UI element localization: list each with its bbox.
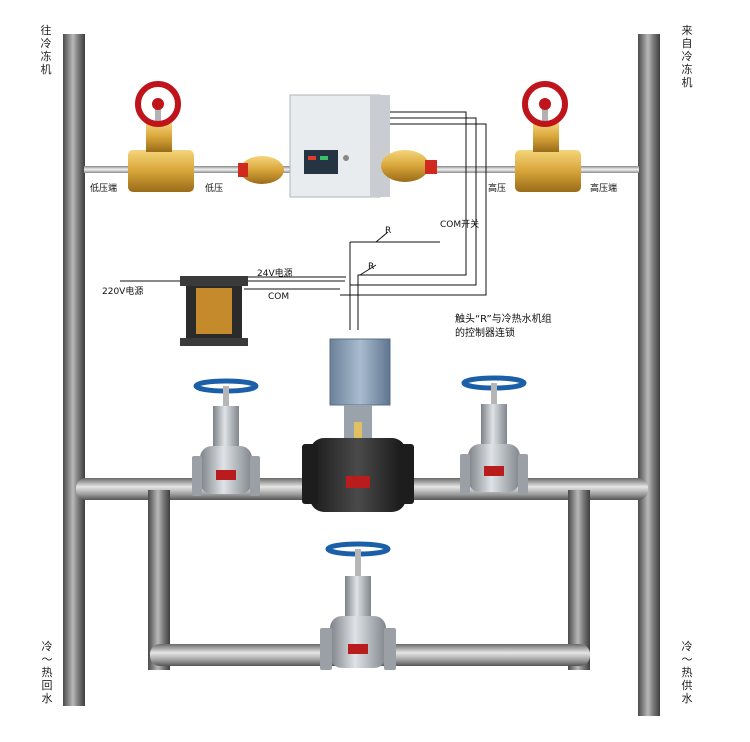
label-com: COM [268,292,290,302]
bypass-right-riser [568,490,590,670]
note-line-2: 的控制器连锁 [455,328,515,339]
steel-valve-bypass [320,541,396,670]
label-high-pressure-end: 高压端 [590,184,618,194]
motorized-control-valve [302,338,414,512]
left-vertical-pipe [63,34,85,706]
label-supply-water: 冷 ～ 热 供 水 [681,640,693,705]
brass-valve-right [515,81,581,192]
label-high-pressure: 高压 [488,184,507,194]
brass-valve-left [128,81,194,192]
label-relay-1: R [385,226,392,236]
right-vertical-pipe [638,34,660,716]
label-to-chiller: 往 冷 冻 机 [40,24,52,76]
steel-valve-right [460,375,528,494]
pressure-switch [238,94,437,198]
label-low-pressure-end: 低压端 [90,184,118,194]
transformer [180,276,248,346]
relay-interlock-note: 触头“R”与冷热水机组 的控制器连锁 [455,313,552,341]
bypass-left-riser [148,490,170,670]
steel-valve-left [192,378,260,496]
label-from-chiller: 来 自 冷 冻 机 [681,24,693,89]
label-return-water: 冷 ～ 热 回 水 [41,640,53,705]
label-220v-power: 220V电源 [102,287,144,297]
label-com-switch: COM开关 [440,220,480,230]
label-24v-power: 24V电源 [257,269,293,279]
label-low-pressure: 低压 [205,184,224,194]
label-relay-2: R [368,262,375,272]
note-line-1: 触头“R”与冷热水机组 [455,314,552,325]
